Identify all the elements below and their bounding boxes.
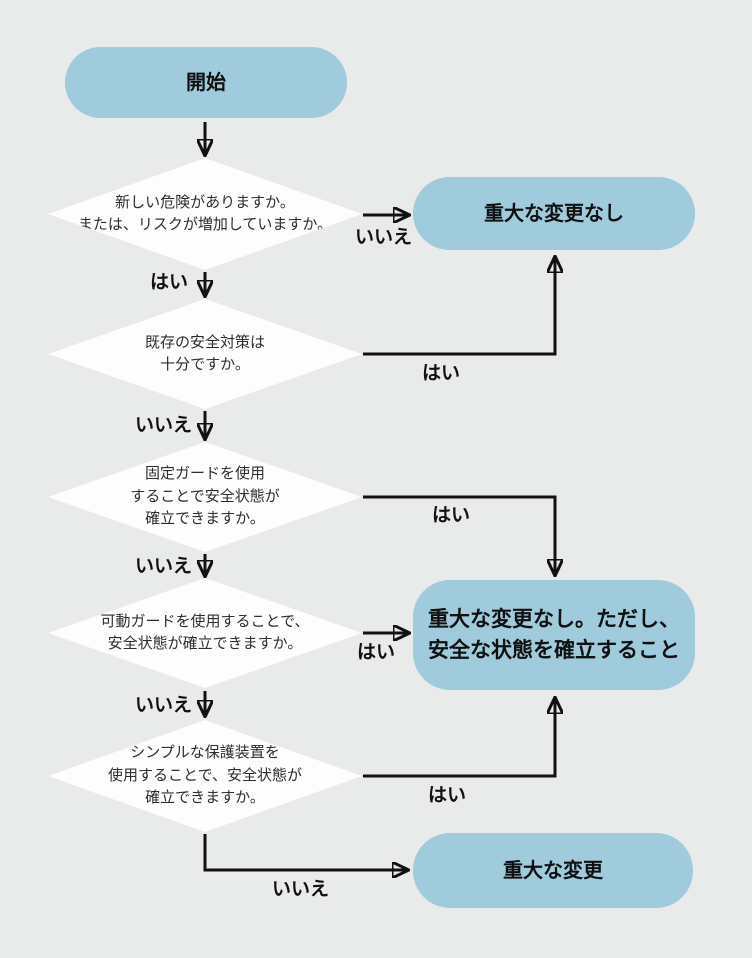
- connector-d5-no-to-majorchange: [203, 834, 407, 870]
- decision-5-line-2: 使用することで、安全状態が: [108, 766, 302, 784]
- decision-1-line-2: または、リスクが増加していますか。: [77, 216, 333, 233]
- edge-label-d1-yes: はい: [149, 272, 188, 293]
- no-major-change-label: 重大な変更なし: [484, 202, 624, 225]
- edge-label-d4-no: いいえ: [134, 695, 192, 716]
- decision-2-line-1: 既存の安全対策は: [144, 333, 265, 351]
- edge-label-d5-yes: はい: [428, 785, 467, 806]
- edge-label-d4-yes: はい: [357, 642, 396, 663]
- decision-3-line-1: 固定ガードを使用: [144, 465, 265, 483]
- edge-label-d1-no: いいえ: [355, 227, 413, 248]
- start-node-label: 開始: [186, 71, 226, 94]
- decision-3-line-2: することで安全状態が: [130, 487, 280, 505]
- edge-label-d2-yes: はい: [422, 363, 461, 384]
- conditional-node-line-2: 安全な状態を確立すること: [428, 639, 680, 662]
- major-change-label: 重大な変更: [503, 859, 603, 882]
- edge-label-d2-no: いいえ: [134, 415, 192, 436]
- edge-label-d5-no: いいえ: [272, 879, 330, 900]
- decision-5-line-3: 確立できますか。: [145, 789, 265, 807]
- connector-d2-yes-to-nochange: [363, 258, 555, 356]
- connector-d3-yes-to-conditional: [363, 495, 555, 574]
- edge-label-d3-yes: はい: [432, 505, 471, 526]
- major-change-node: 重大な変更: [413, 833, 693, 908]
- decision-1-line-1: 新しい危険がありますか。: [115, 193, 295, 211]
- decision-5-line-1: シンプルな保護装置を: [130, 744, 280, 762]
- start-node: 開始: [65, 47, 347, 118]
- decision-3-line-3: 確立できますか。: [145, 510, 265, 528]
- edge-label-d3-no: いいえ: [134, 556, 192, 577]
- decision-4-line-1: 可動ガードを使用することで、: [100, 612, 310, 630]
- conditional-node-line-1: 重大な変更なし。ただし、: [428, 607, 680, 631]
- connector-d5-yes-to-conditional: [363, 699, 555, 778]
- no-major-change-conditional-node: 重大な変更なし。ただし、 安全な状態を確立すること: [413, 580, 695, 690]
- decision-4-line-2: 安全状態が確立できますか。: [107, 635, 303, 652]
- no-major-change-node: 重大な変更なし: [413, 177, 695, 250]
- decision-2-line-2: 十分ですか。: [160, 356, 250, 373]
